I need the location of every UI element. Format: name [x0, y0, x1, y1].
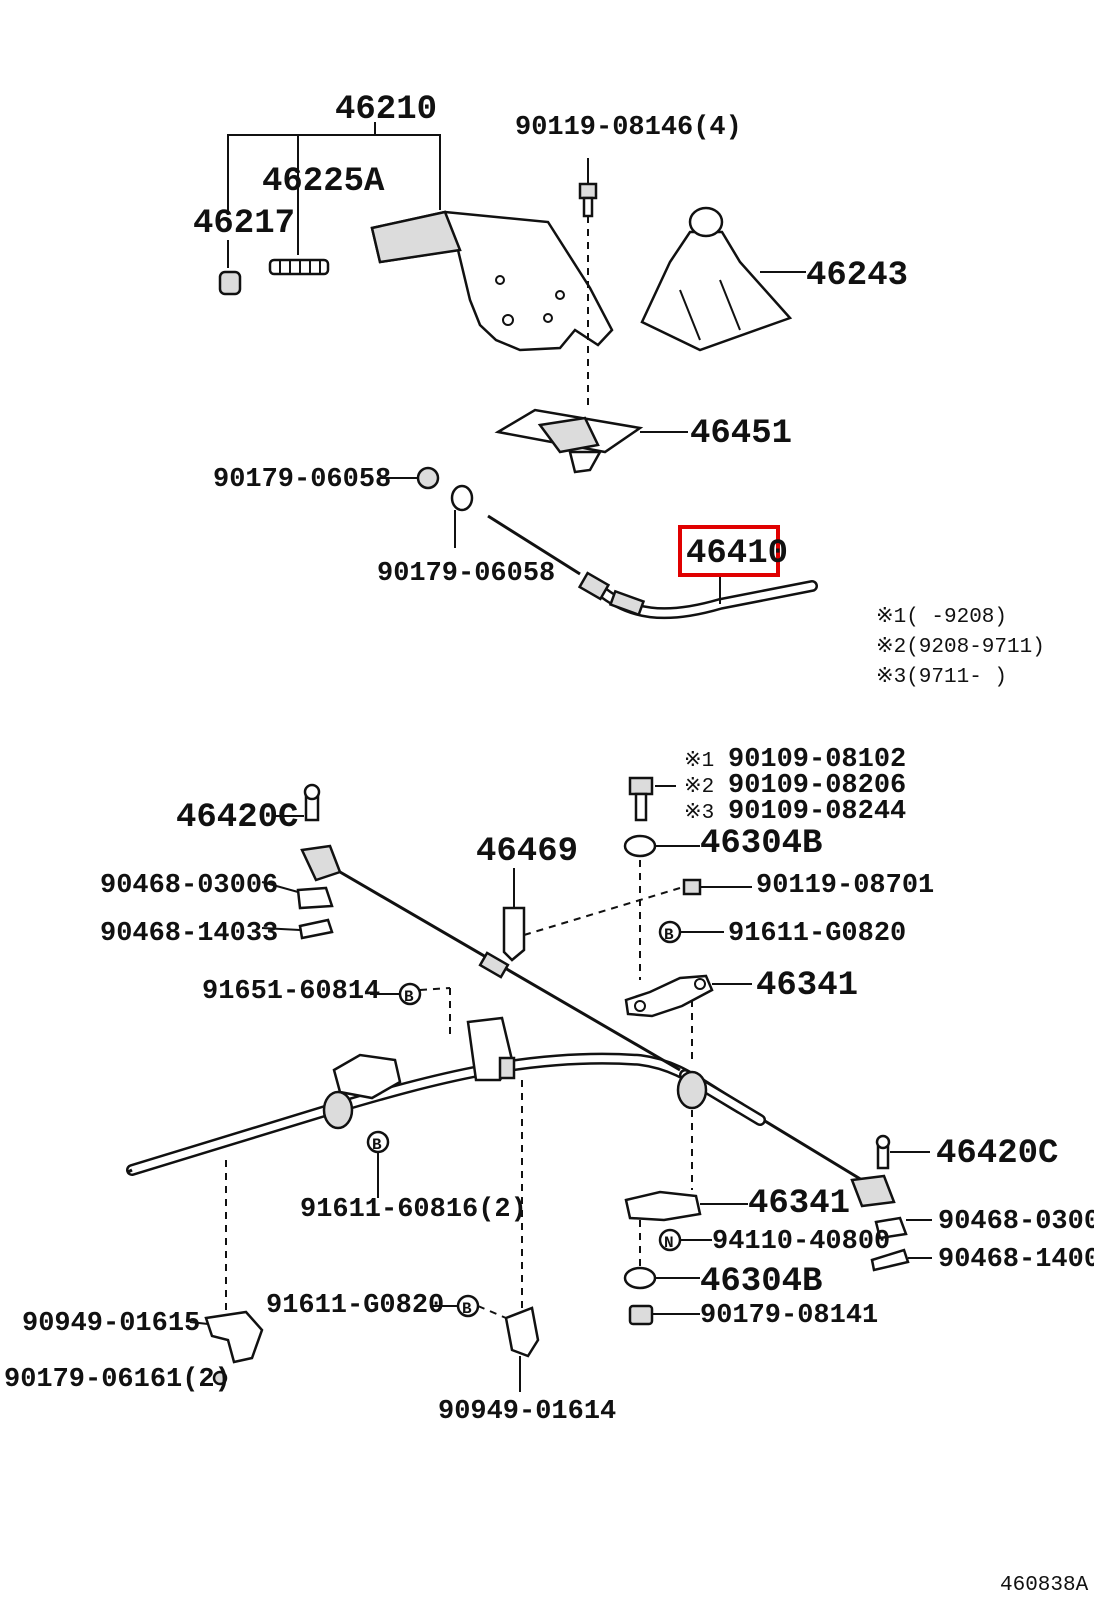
bolt-90109-part [623, 776, 700, 858]
label-46341-top: 46341 [756, 967, 858, 1005]
bracket-90949-01615-part [189, 1160, 264, 1386]
rear-cable-left-part [126, 1052, 746, 1176]
nut-90179-08141-part [628, 1304, 654, 1326]
equalizer-joint-part [676, 1070, 708, 1190]
bracket-46469-part [502, 868, 681, 962]
label-46304B-bottom: 46304B [700, 1263, 822, 1301]
label-90468-14033-left: 90468-14033 [100, 919, 278, 949]
label-90949-01615: 90949-01615 [22, 1309, 200, 1339]
clip-90468-03006-right-part [874, 1216, 908, 1240]
note-mark-3: ※3 [684, 802, 714, 825]
label-46243: 46243 [806, 257, 908, 295]
bracket-90949-01614-part: B [430, 1294, 540, 1392]
anchor-left-part [275, 783, 342, 882]
knob-46217-part [218, 270, 242, 296]
highlight-box [678, 525, 780, 577]
label-46217: 46217 [193, 205, 295, 243]
nut-90179-06058-upper-part [380, 466, 440, 490]
svg-text:B: B [462, 1300, 472, 1318]
plate-46451-part [494, 408, 688, 474]
parking-brake-lever-part [370, 210, 614, 352]
label-90179-06161: 90179-06161(2) [4, 1365, 231, 1395]
bolt-90119-08701-part [682, 878, 752, 896]
label-46451: 46451 [690, 415, 792, 453]
svg-text:B: B [372, 1136, 382, 1154]
label-90179-08141: 90179-08141 [700, 1301, 878, 1331]
label-90179-06058-upper: 90179-06058 [213, 465, 391, 495]
label-90109-08102: 90109-08102 [728, 745, 906, 775]
label-90468-14004-right: 90468-14004 [938, 1245, 1094, 1275]
svg-text:N: N [664, 1234, 674, 1252]
clip-90468-03006-left-part [296, 886, 334, 910]
label-90109-08206: 90109-08206 [728, 771, 906, 801]
label-90179-06058-lower: 90179-06058 [377, 559, 555, 589]
reference-code: 460838A [1000, 1574, 1089, 1597]
clip-90468-14004-right-part [870, 1248, 910, 1272]
label-90468-03006-left: 90468-03006 [100, 871, 278, 901]
note-3: ※3(9711- ) [876, 666, 1007, 689]
spring-46225A-part [268, 258, 330, 276]
label-90949-01614: 90949-01614 [438, 1397, 616, 1427]
label-91651-60814: 91651-60814 [202, 977, 380, 1007]
cushion-46304B-bottom-part [623, 1266, 657, 1290]
clip-90468-14033-left-part [298, 918, 334, 940]
note-mark-1: ※1 [684, 750, 714, 773]
note-1: ※1( -9208) [876, 606, 1007, 629]
label-46469: 46469 [476, 833, 578, 871]
lever-assy-leader [227, 122, 441, 268]
label-91611-60816: 91611-60816(2) [300, 1195, 527, 1225]
label-46210: 46210 [335, 91, 437, 129]
equalizer-46341-top-part [624, 974, 752, 1060]
svg-text:B: B [404, 988, 414, 1006]
label-91611-G0820-right: 91611-G0820 [728, 919, 906, 949]
front-cable-46410-part [487, 514, 818, 620]
label-46304B-top: 46304B [700, 825, 822, 863]
anchor-right-part [850, 1134, 930, 1208]
label-46341-bottom: 46341 [748, 1185, 850, 1223]
label-90119-08701: 90119-08701 [756, 871, 934, 901]
equalizer-46341-bottom-part: N [624, 1190, 748, 1270]
label-91611-G0820-bottom: 91611-G0820 [266, 1291, 444, 1321]
nut-90179-06058-lower-part [450, 484, 474, 548]
note-mark-2: ※2 [684, 776, 714, 799]
note-2: ※2(9208-9711) [876, 636, 1045, 659]
bolt-90119-08146-part [578, 158, 598, 410]
label-90468-03006-right: 90468-03006 [938, 1207, 1094, 1237]
label-90119-08146: 90119-08146(4) [515, 113, 742, 143]
bolt-91611-G0820-right-part: B [639, 860, 724, 980]
label-46225A: 46225A [262, 163, 385, 201]
label-90109-08244: 90109-08244 [728, 797, 906, 827]
clamp-left-part: B [322, 1053, 402, 1198]
boot-46243-part [640, 206, 806, 352]
label-94110-40800: 94110-40800 [712, 1227, 890, 1257]
bracket-center-part: B [370, 982, 523, 1310]
label-46420C-left: 46420C [176, 799, 298, 837]
label-46420C-right: 46420C [936, 1135, 1058, 1173]
label-46410: 46410 [686, 535, 788, 573]
svg-text:B: B [664, 926, 674, 944]
